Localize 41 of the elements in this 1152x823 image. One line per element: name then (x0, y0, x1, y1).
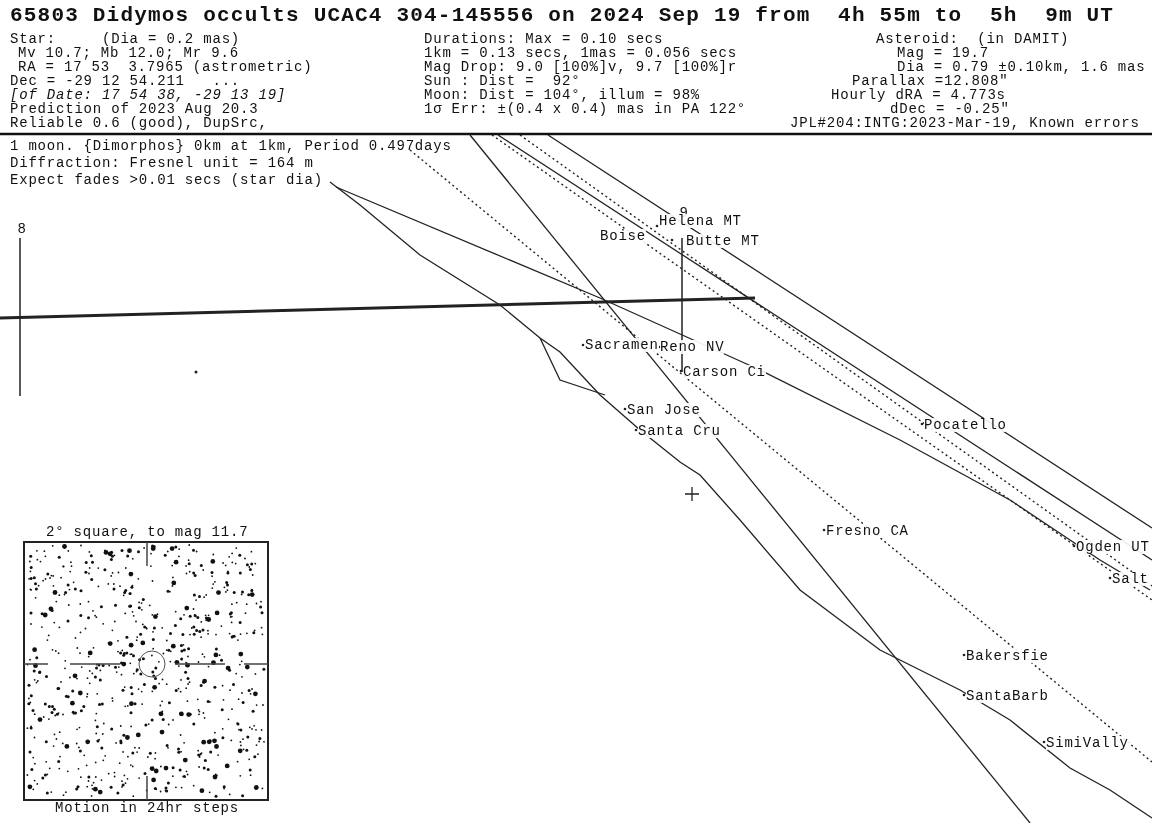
city-label: Santa Cru (638, 424, 721, 438)
header-text: dDec = -0.25" (890, 102, 1010, 117)
city-label: Reno NV (660, 340, 725, 354)
header-text: Sun : Dist = 92° (424, 74, 581, 89)
city-label: Fresno CA (826, 524, 909, 538)
chart-title: 2° square, to mag 11.7 (46, 525, 249, 540)
header-text: Prediction of 2023 Aug 20.3 (10, 102, 259, 117)
chart-caption: Motion in 24hr steps (55, 801, 240, 816)
city-label: Butte MT (686, 234, 760, 248)
header-text: Diffraction: Fresnel unit = 164 m (10, 156, 314, 171)
header-text: JPL#204:INTG:2023-Mar-19, Known errors (790, 116, 1140, 131)
header-text: 1km = 0.13 secs, 1mas = 0.056 secs (424, 46, 737, 61)
header-text: Durations: Max = 0.10 secs (424, 32, 664, 47)
header-text: Parallax =12.808" (852, 74, 1009, 89)
header-text: [of Date: 17 54 38, -29 13 19] (10, 88, 287, 103)
city-label: Salt (1112, 572, 1149, 586)
header-text: Mag Drop: 9.0 [100%]v, 9.7 [100%]r (424, 60, 737, 75)
header-text: 1σ Err: ±(0.4 x 0.4) mas in PA 122° (424, 102, 747, 117)
title: 65803 Didymos occults UCAC4 304-145556 on 2024 Sep 19 from 4h 55m to 5h 9m UT (10, 4, 1115, 27)
header-text: 1 moon. {Dimorphos} 0km at 1km, Period 0.497days (10, 139, 452, 154)
city-label: SimiVally (1046, 736, 1129, 750)
header-text: Expect fades >0.01 secs (star dia) (10, 173, 323, 188)
header-text: Dia = 0.79 ±0.10km, 1.6 mas (897, 60, 1146, 75)
header-text: RA = 17 53 3.7965 (astrometric) (18, 60, 313, 75)
city-label: San Jose (627, 403, 701, 417)
city-label: Ogden UT (1076, 540, 1150, 554)
city-label: Bakersfie (966, 649, 1049, 663)
header-text: Star: (Dia = 0.2 mas) (10, 32, 241, 47)
grid-line-number: 8 (17, 222, 27, 237)
city-label: Carson Ci (683, 365, 766, 379)
city-label: Sacramen (585, 338, 659, 352)
header-text: Reliable 0.6 (good), DupSrc, (10, 116, 268, 131)
header-text: Asteroid: (in DAMIT) (876, 32, 1070, 47)
city-label: SantaBarb (966, 689, 1049, 703)
city-label: Pocatello (924, 418, 1007, 432)
header-text: Mv 10.7; Mb 12.0; Mr 9.6 (18, 46, 239, 61)
header-text: Dec = -29 12 54.211 ... (10, 74, 241, 89)
header-text: Moon: Dist = 104°, illum = 98% (424, 88, 701, 103)
city-label: Boise (600, 229, 646, 243)
header-text: Hourly dRA = 4.773s (831, 88, 1006, 103)
header-text: Mag = 19.7 (897, 46, 989, 61)
